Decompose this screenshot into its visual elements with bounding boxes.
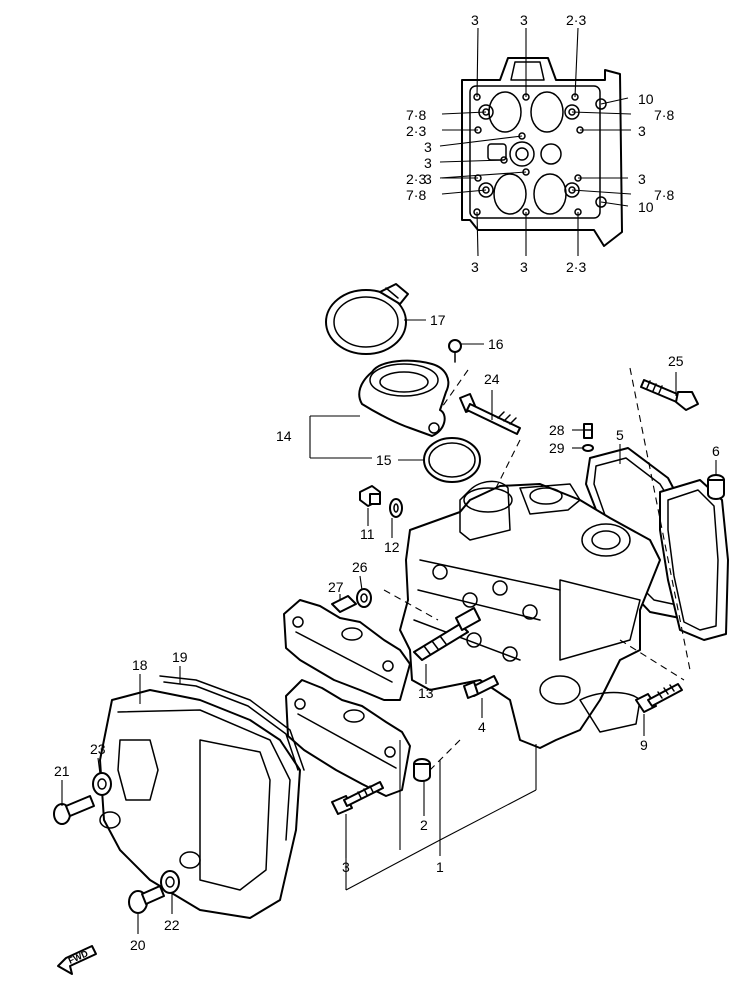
intake-pipe bbox=[358, 359, 450, 437]
callout-27: 27 bbox=[328, 579, 344, 595]
callout-10-lower: 10 bbox=[638, 199, 654, 215]
top-view-callouts: 3 3 2·3 10 7·8 7·8 2·3 3 3 3 3 3 2·3 7·8… bbox=[406, 12, 674, 275]
camshaft-holder-lower bbox=[285, 679, 411, 797]
callout-3: 3 bbox=[342, 859, 350, 875]
callout-24: 24 bbox=[484, 371, 500, 387]
callout-2-3-upper-left: 2·3 bbox=[406, 123, 426, 139]
callout-7-8-upper-left: 7·8 bbox=[406, 107, 426, 123]
callout-3-top-middle: 3 bbox=[520, 12, 528, 28]
callout-5: 5 bbox=[616, 427, 624, 443]
callout-21: 21 bbox=[54, 763, 70, 779]
callout-3-bottom-left: 3 bbox=[471, 259, 479, 275]
callout-19: 19 bbox=[172, 649, 188, 665]
callout-12: 12 bbox=[384, 539, 400, 555]
callout-20: 20 bbox=[130, 937, 146, 953]
callout-7-8-lower-left: 7·8 bbox=[406, 187, 426, 203]
callout-17: 17 bbox=[430, 312, 446, 328]
seal-washer-23 bbox=[92, 772, 112, 796]
callout-9: 9 bbox=[640, 737, 648, 753]
callout-3-center-middle: 3 bbox=[424, 155, 432, 171]
union-bolt-11 bbox=[359, 485, 381, 507]
callout-3-center-lower: 3 bbox=[424, 171, 432, 187]
stud-bolt-24 bbox=[459, 393, 521, 435]
bolt-20 bbox=[128, 885, 165, 914]
dowel-pin-2 bbox=[413, 758, 431, 782]
callout-2-3-lower-left: 2·3 bbox=[406, 171, 426, 187]
washer-29 bbox=[582, 444, 594, 452]
cylinder-head-top-view bbox=[461, 57, 623, 247]
callout-7-8-upper-right: 7·8 bbox=[654, 107, 674, 123]
dowel-pin-6 bbox=[707, 474, 725, 500]
main-view-leader-lines bbox=[61, 319, 717, 934]
bolt-25 bbox=[640, 379, 699, 411]
callout-15: 15 bbox=[376, 452, 392, 468]
cylinder-head-cover bbox=[99, 689, 301, 919]
camshaft-holder-upper bbox=[283, 599, 411, 701]
cylinder-head bbox=[399, 480, 661, 749]
hose-clamp bbox=[325, 283, 409, 355]
callout-29: 29 bbox=[549, 440, 565, 456]
fitting-28 bbox=[583, 423, 593, 439]
callout-22: 22 bbox=[164, 917, 180, 933]
seal-washer-22 bbox=[160, 870, 180, 894]
washer-26 bbox=[356, 588, 372, 608]
o-ring-intake bbox=[423, 437, 481, 483]
callout-23: 23 bbox=[90, 741, 106, 757]
callout-2-3-bottom-right: 2·3 bbox=[566, 259, 586, 275]
callout-14: 14 bbox=[276, 428, 292, 444]
callout-25: 25 bbox=[668, 353, 684, 369]
callout-6: 6 bbox=[712, 443, 720, 459]
callout-2: 2 bbox=[420, 817, 428, 833]
callout-3-center-upper: 3 bbox=[424, 139, 432, 155]
intake-screw bbox=[448, 339, 462, 363]
callout-18: 18 bbox=[132, 657, 148, 673]
callout-3-upper-right: 3 bbox=[638, 123, 646, 139]
callout-11: 11 bbox=[360, 526, 375, 542]
washer-12 bbox=[389, 498, 403, 518]
bolt-21 bbox=[53, 795, 95, 825]
callout-16: 16 bbox=[488, 336, 504, 352]
callout-7-8-lower-right: 7·8 bbox=[654, 187, 674, 203]
callout-4: 4 bbox=[478, 719, 486, 735]
forward-direction-arrow: FWD bbox=[57, 945, 97, 975]
spark-plug bbox=[413, 607, 481, 661]
callout-3-top-left: 3 bbox=[471, 12, 479, 28]
main-view-callouts: 17 16 14 15 24 25 28 29 5 6 11 12 27 26 … bbox=[54, 312, 720, 953]
callout-3-bottom-middle: 3 bbox=[520, 259, 528, 275]
callout-10-upper: 10 bbox=[638, 91, 654, 107]
callout-13: 13 bbox=[418, 685, 434, 701]
bolt-3-lower bbox=[331, 781, 384, 815]
plug-27 bbox=[331, 595, 357, 613]
top-view-leader-lines bbox=[439, 27, 632, 257]
stud-4 bbox=[463, 675, 499, 699]
callout-2-3-top-right: 2·3 bbox=[566, 12, 586, 28]
assembly-dashed-lines bbox=[383, 367, 691, 771]
callout-28: 28 bbox=[549, 422, 565, 438]
bolt-9 bbox=[635, 683, 683, 713]
callout-1: 1 bbox=[436, 859, 444, 875]
callout-3-lower-right: 3 bbox=[638, 171, 646, 187]
callout-26: 26 bbox=[352, 559, 368, 575]
cover-gasket bbox=[159, 675, 305, 771]
